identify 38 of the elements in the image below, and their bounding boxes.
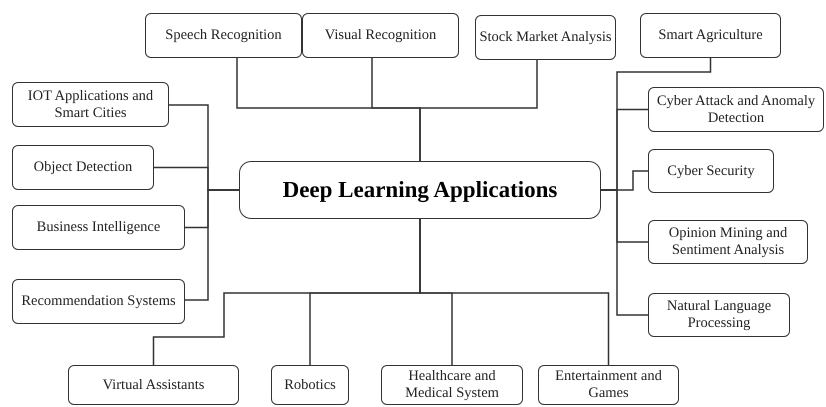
topic-box	[648, 220, 808, 264]
topic-box	[12, 145, 154, 190]
central-topic-label: Deep Learning Applications	[282, 176, 558, 204]
connector-line	[601, 189, 648, 316]
topic-label: Speech Recognition	[164, 27, 283, 44]
connector-line	[419, 219, 610, 365]
topic-label: Opinion Mining and Sentiment Analysis	[668, 225, 788, 259]
topic-label: Object Detection	[32, 159, 134, 176]
topic-box	[538, 365, 679, 405]
topic-box	[648, 293, 790, 337]
topic-label: Smart Agriculture	[657, 27, 764, 44]
topic-label: Stock Market Analysis	[478, 29, 613, 46]
topic-label: Visual Recognition	[324, 27, 438, 44]
topic-box	[648, 149, 774, 193]
topic-label: Robotics	[283, 376, 337, 394]
topic-box	[68, 365, 239, 405]
topic-label: IOT Applications and Smart Cities	[26, 88, 154, 122]
topic-label: Business Intelligence	[36, 219, 162, 236]
topic-label: Healthcare and Medical System	[404, 368, 500, 402]
connector-line	[419, 60, 538, 161]
central-topic-box	[239, 161, 601, 219]
topic-box	[271, 365, 349, 405]
topic-box	[640, 13, 781, 58]
topic-label: Cyber Security	[666, 162, 756, 180]
topic-box	[12, 279, 185, 324]
topic-label: Virtual Assistants	[102, 376, 206, 394]
topic-box	[475, 15, 616, 60]
topic-box	[302, 13, 459, 58]
topic-box	[12, 205, 185, 250]
topic-label: Natural Language Processing	[666, 298, 772, 332]
topic-box	[648, 87, 824, 132]
topic-box	[145, 13, 302, 58]
connector-line	[185, 189, 239, 301]
topic-label: Cyber Attack and Anomaly Detection	[656, 92, 816, 126]
topic-label: Recommendation Systems	[20, 293, 177, 310]
topic-box	[12, 82, 169, 127]
topic-label: Entertainment and Games	[554, 368, 663, 402]
topic-box	[381, 365, 523, 405]
